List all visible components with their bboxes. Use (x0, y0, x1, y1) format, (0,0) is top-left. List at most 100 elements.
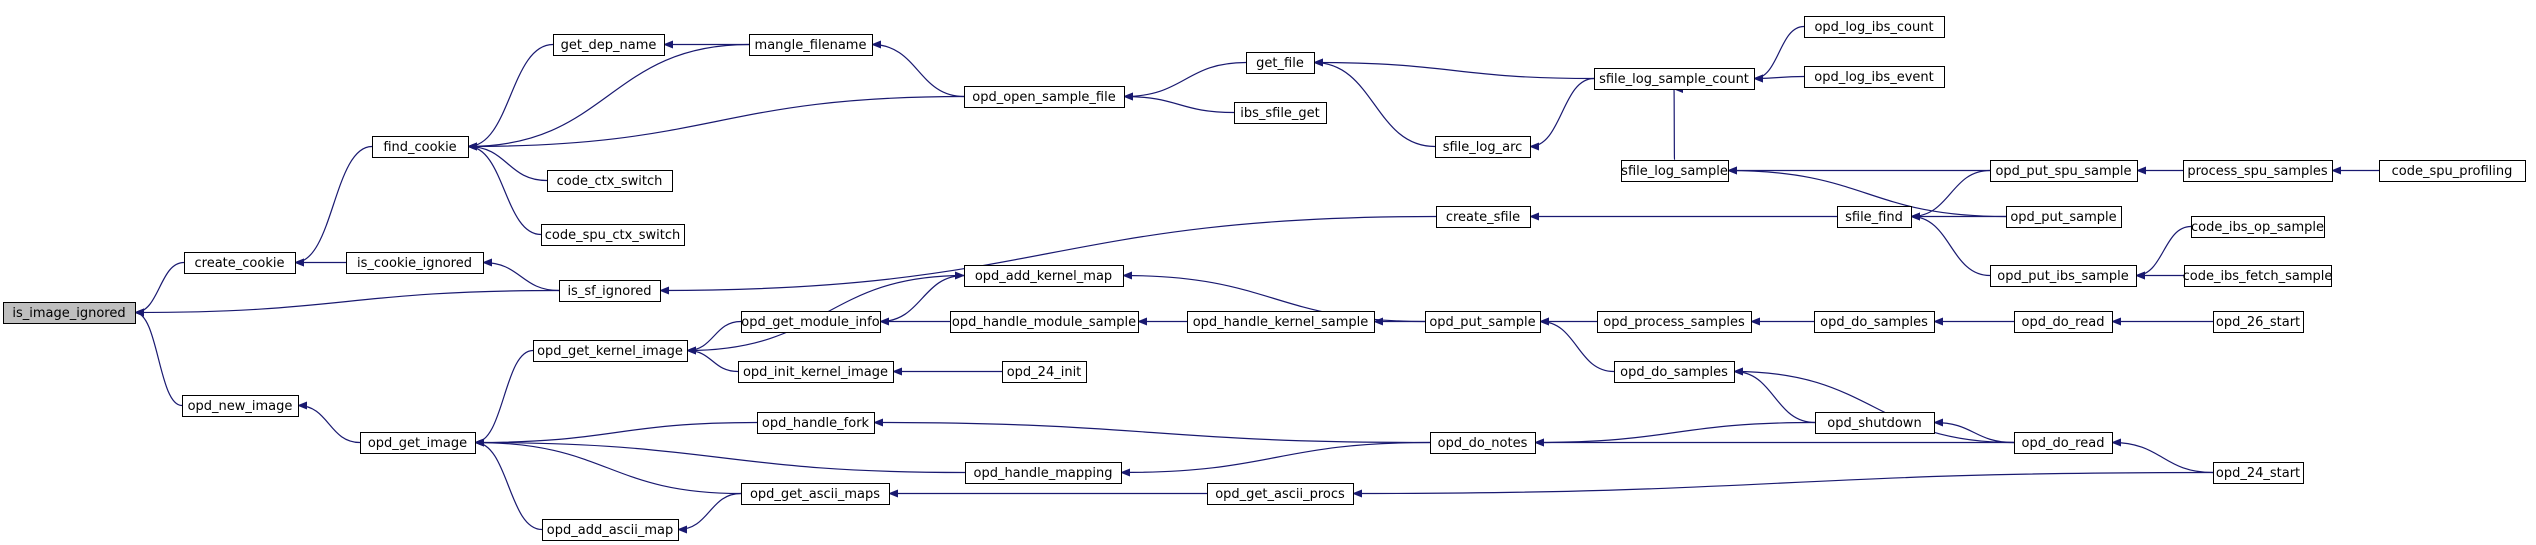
node-box (1621, 160, 1729, 182)
node-label: find_cookie (383, 140, 456, 155)
node-opd-add-kernel-map[interactable]: opd_add_kernel_map (964, 265, 1124, 287)
node-label: opd_handle_fork (762, 416, 870, 431)
node-opd-log-ibs-event[interactable]: opd_log_ibs_event (1804, 66, 1945, 88)
node-opd-put-sample-2[interactable]: opd_put_sample (2006, 206, 2122, 228)
edge-opd-open-sample-file-to-find-cookie (467, 95, 965, 151)
node-sfile-log-arc[interactable]: sfile_log_arc (1435, 136, 1531, 158)
node-label: opd_add_kernel_map (975, 269, 1112, 284)
edge-opd-put-sample-2-to-sfile-log-sample (1727, 166, 2007, 218)
node-box (1430, 432, 1536, 454)
node-opd-put-sample-k[interactable]: opd_put_sample (1425, 311, 1541, 333)
node-get-dep-name[interactable]: get_dep_name (553, 34, 665, 56)
edge-opd-handle-mapping-to-opd-get-image (474, 438, 966, 474)
node-box (346, 252, 484, 274)
node-opd-get-image[interactable]: opd_get_image (360, 432, 476, 454)
node-label: create_cookie (195, 256, 285, 271)
node-label: is_image_ignored (12, 306, 125, 321)
node-box (2213, 462, 2304, 484)
node-create-cookie[interactable]: create_cookie (184, 252, 296, 274)
node-box (360, 432, 476, 454)
node-is-cookie-ignored[interactable]: is_cookie_ignored (346, 252, 484, 274)
node-label: opd_handle_kernel_sample (1193, 315, 1369, 330)
node-label: sfile_find (1845, 210, 1903, 225)
node-box (2014, 311, 2113, 333)
node-code-ibs-op-sample[interactable]: code_ibs_op_sample (2191, 216, 2325, 238)
node-label: get_dep_name (561, 38, 657, 53)
node-opd-handle-mapping[interactable]: opd_handle_mapping (965, 462, 1122, 484)
edge-is-sf-ignored-to-is-cookie-ignored (482, 258, 560, 292)
node-box (542, 519, 679, 541)
node-box (2184, 265, 2332, 287)
edge-find-cookie-to-create-cookie (294, 145, 373, 267)
node-label: opd_do_read (2022, 315, 2105, 330)
node-opd-do-read-b[interactable]: opd_do_read (2014, 432, 2113, 454)
node-box (2191, 216, 2325, 238)
node-box (964, 86, 1125, 108)
node-sfile-find[interactable]: sfile_find (1837, 206, 1912, 228)
node-label: sfile_log_arc (1443, 140, 1523, 155)
node-label: opd_do_notes (1438, 436, 1528, 451)
node-box (1614, 361, 1735, 383)
edge-opd-get-ascii-maps-to-opd-get-image (474, 438, 742, 495)
node-label: code_spu_profiling (2392, 164, 2513, 179)
node-opd-log-ibs-count[interactable]: opd_log_ibs_count (1804, 16, 1945, 38)
node-opd-26-start[interactable]: opd_26_start (2213, 311, 2304, 333)
edge-code-spu-ctx-switch-to-find-cookie (467, 142, 542, 236)
node-opd-get-ascii-procs[interactable]: opd_get_ascii_procs (1207, 483, 1354, 505)
node-find-cookie[interactable]: find_cookie (372, 136, 469, 158)
node-code-spu-profiling[interactable]: code_spu_profiling (2379, 160, 2526, 182)
node-opd-24-start[interactable]: opd_24_start (2213, 462, 2304, 484)
node-opd-do-read-a[interactable]: opd_do_read (2014, 311, 2113, 333)
node-box (1207, 483, 1354, 505)
node-opd-get-module-info[interactable]: opd_get_module_info (741, 311, 881, 333)
node-sfile-log-sample-count[interactable]: sfile_log_sample_count (1594, 68, 1755, 90)
node-opd-do-samples-a[interactable]: opd_do_samples (1614, 361, 1735, 383)
node-box (1814, 311, 1935, 333)
node-process-spu-samples[interactable]: process_spu_samples (2183, 160, 2333, 182)
node-opd-handle-module-sample[interactable]: opd_handle_module_sample (950, 311, 1139, 333)
node-opd-process-samples[interactable]: opd_process_samples (1597, 311, 1752, 333)
node-sfile-log-sample[interactable]: sfile_log_sample (1621, 160, 1729, 182)
node-label: opd_put_sample (1429, 315, 1535, 330)
node-opd-open-sample-file[interactable]: opd_open_sample_file (964, 86, 1125, 108)
node-label: code_spu_ctx_switch (545, 228, 681, 243)
edge-sfile-log-sample-count-to-sfile-log-arc (1529, 77, 1595, 151)
node-box (553, 34, 665, 56)
node-opd-get-kernel-image[interactable]: opd_get_kernel_image (533, 340, 688, 362)
node-opd-add-ascii-map[interactable]: opd_add_ascii_map (542, 519, 679, 541)
node-opd-new-image[interactable]: opd_new_image (182, 395, 299, 417)
node-label: opd_get_kernel_image (537, 344, 683, 359)
node-box (372, 136, 469, 158)
node-opd-put-ibs-sample[interactable]: opd_put_ibs_sample (1990, 265, 2137, 287)
node-opd-put-spu-sample[interactable]: opd_put_spu_sample (1990, 160, 2138, 182)
edge-opd-open-sample-file-to-mangle-filename (871, 40, 965, 98)
node-opd-do-samples-b[interactable]: opd_do_samples (1814, 311, 1935, 333)
node-opd-get-ascii-maps[interactable]: opd_get_ascii_maps (741, 483, 890, 505)
node-code-spu-ctx-switch[interactable]: code_spu_ctx_switch (541, 224, 685, 246)
node-opd-handle-kernel-sample[interactable]: opd_handle_kernel_sample (1187, 311, 1375, 333)
node-is-sf-ignored[interactable]: is_sf_ignored (559, 280, 661, 302)
node-create-sfile[interactable]: create_sfile (1436, 206, 1531, 228)
node-mangle-filename[interactable]: mangle_filename (749, 34, 873, 56)
node-opd-shutdown[interactable]: opd_shutdown (1815, 412, 1935, 434)
node-code-ibs-fetch-sample[interactable]: code_ibs_fetch_sample (2183, 265, 2333, 287)
node-box (1002, 361, 1087, 383)
node-ibs-sfile-get[interactable]: ibs_sfile_get (1234, 102, 1327, 124)
node-code-ctx-switch[interactable]: code_ctx_switch (547, 170, 673, 192)
node-label: opd_log_ibs_event (1814, 70, 1933, 85)
edge-is-sf-ignored-to-is-image-ignored (134, 289, 560, 317)
node-label: opd_do_samples (1620, 365, 1728, 380)
node-opd-handle-fork[interactable]: opd_handle_fork (757, 412, 875, 434)
node-opd-do-notes[interactable]: opd_do_notes (1430, 432, 1536, 454)
edge-opd-get-kernel-image-to-opd-get-image (474, 349, 534, 447)
node-box (1597, 311, 1752, 333)
edge-opd-do-notes-to-opd-handle-mapping (1120, 441, 1431, 477)
edge-opd-put-spu-sample-to-sfile-find (1910, 169, 1991, 221)
node-opd-24-init[interactable]: opd_24_init (1002, 361, 1087, 383)
node-label: opd_init_kernel_image (743, 365, 888, 380)
node-opd-init-kernel-image[interactable]: opd_init_kernel_image (738, 361, 894, 383)
edge-opd-handle-fork-to-opd-get-image (474, 421, 758, 447)
node-label: opd_get_ascii_procs (1215, 487, 1345, 502)
node-is-image-ignored[interactable]: is_image_ignored (3, 302, 136, 324)
node-get-file[interactable]: get_file (1246, 52, 1315, 74)
